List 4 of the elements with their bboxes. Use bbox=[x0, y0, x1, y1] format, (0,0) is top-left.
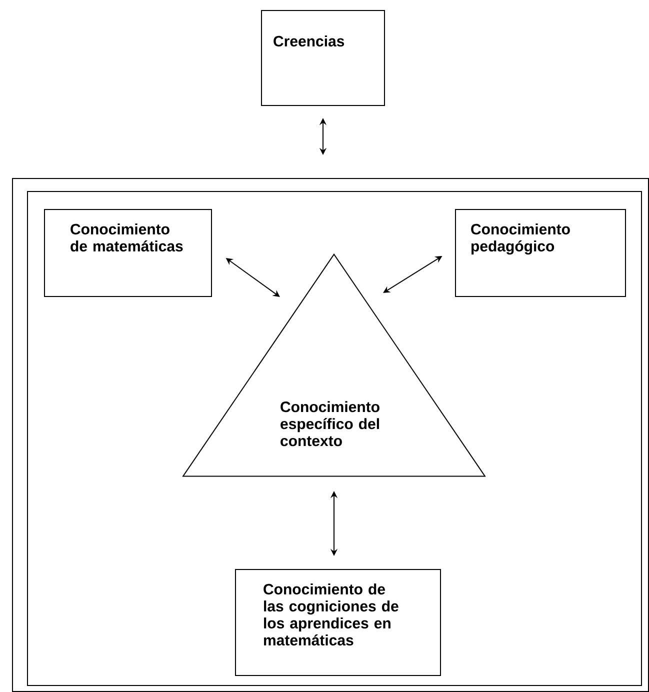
process-box: Conocimiento pedagógico bbox=[455, 209, 626, 297]
process-box: Creencias bbox=[261, 10, 385, 106]
process-box: Conocimiento de matemáticas bbox=[44, 209, 212, 297]
process-box: Conocimiento de las cogniciones de los aprendices en matemáticas bbox=[235, 569, 441, 676]
